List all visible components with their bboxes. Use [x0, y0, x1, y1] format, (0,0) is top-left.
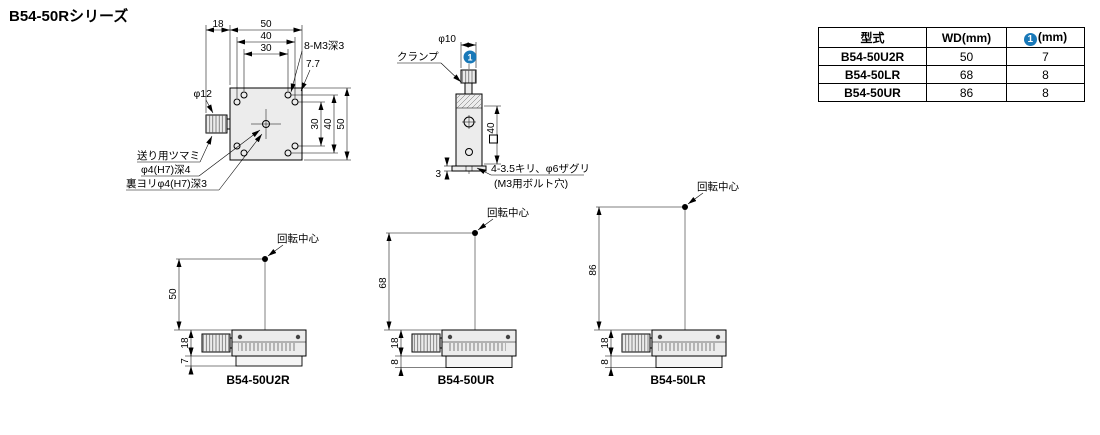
rotation-height-drawing-lr: 回転中心 86 18 8 B54-50LR [588, 180, 739, 387]
rotation-center-label: 回転中心 [697, 180, 739, 193]
dim-knob-length: 18 [212, 19, 224, 30]
model-label: B54-50UR [438, 373, 495, 387]
dim-stage-width: 50 [260, 19, 272, 30]
note-1-badge-icon: 1 [1023, 32, 1037, 46]
angle-scale [238, 343, 296, 351]
rotation-center-dot [682, 204, 688, 210]
label-back-hole: 裏ヨリφ4(H7)深3 [126, 177, 207, 190]
dim-rotation-height: 50 [168, 288, 179, 300]
dim-stage-height: 18 [390, 337, 401, 349]
label-mount-holes-line2: (M3用ボルト穴) [494, 177, 568, 190]
label-tap-holes: 8-M3深3 [304, 40, 344, 52]
rotation-height-drawing-u2r: 回転中心 50 18 7 B54-50U2R [168, 232, 319, 387]
side-view-drawing: φ10 40 3 クランプ 1 4-3.5キリ、φ6ザグリ (M3用ボルト穴) [397, 34, 590, 190]
note-1-badge-icon [463, 50, 477, 64]
rotation-center-dot [472, 230, 478, 236]
cell-model: B54-50U2R [818, 47, 927, 66]
stage-base [655, 355, 723, 368]
top-view-drawing: 18 50 40 30 30 40 50 7.7 8-M3深3 φ12 送り用ツ… [126, 19, 351, 191]
m3-hole [233, 142, 241, 150]
stage-base [445, 355, 513, 368]
rotation-height-drawing-ur: 回転中心 68 18 8 B54-50UR [378, 206, 529, 387]
side-view-geometry [451, 64, 487, 176]
table-row: B54-50UR 86 8 [818, 83, 1085, 102]
rotation-center-dot [262, 256, 268, 262]
m3-hole [233, 98, 241, 106]
dim-stage-height: 18 [600, 337, 611, 349]
rotation-center-label: 回転中心 [487, 206, 529, 219]
side-view-dimensions: φ10 40 3 [435, 34, 501, 180]
dim-pitch-40: 40 [260, 31, 272, 42]
label-clamp: クランプ [397, 51, 439, 63]
m3-hole [240, 149, 248, 157]
label-center-hole: φ4(H7)深4 [141, 164, 191, 176]
screw-head [447, 334, 453, 340]
screw-head [657, 334, 663, 340]
dim-stage-height: 18 [180, 337, 191, 349]
dim-rotation-height: 86 [588, 264, 599, 276]
note-1-badge-digit: 1 [467, 53, 472, 63]
page-title: B54-50Rシリーズ [9, 8, 129, 25]
screw-head [715, 334, 721, 340]
base-plate [451, 165, 487, 172]
label-mount-holes-line1: 4-3.5キリ、φ6ザグリ [491, 162, 590, 175]
model-label: B54-50U2R [226, 373, 290, 387]
dim-pitch-40-v: 40 [323, 118, 334, 130]
cell-dim: 8 [1006, 83, 1085, 102]
col-header-dim-unit: (mm) [1037, 29, 1068, 44]
dim-rotation-height: 68 [378, 277, 389, 289]
knob-knurl [206, 115, 227, 133]
screw-head [505, 334, 511, 340]
dim-pitch-30-v: 30 [310, 118, 321, 130]
screw-head [237, 334, 243, 340]
dim-base-height: 8 [600, 359, 611, 365]
side-hole [465, 148, 473, 156]
m3-hole [240, 91, 248, 99]
top-view-dimensions: 18 50 40 30 30 40 50 7.7 [205, 19, 351, 161]
dim-knob-diameter: φ12 [194, 88, 213, 100]
dim-square-40: 40 [486, 122, 497, 134]
dim-base-thickness: 3 [435, 169, 441, 180]
spec-table-header-row: 型式 WD(mm) 1(mm) [818, 27, 1085, 48]
dim-base-height: 8 [390, 359, 401, 365]
dim-stage-height: 50 [336, 118, 347, 130]
side-view-labels: クランプ 1 4-3.5キリ、φ6ザグリ (M3用ボルト穴) [397, 50, 590, 190]
angle-scale [448, 343, 506, 351]
angle-scale [658, 343, 716, 351]
label-feed-knob: 送り用ツマミ [137, 149, 200, 162]
screw-head [295, 334, 301, 340]
table-row: B54-50LR 68 8 [818, 65, 1085, 84]
rotation-center-label: 回転中心 [277, 232, 319, 245]
spec-table: 型式 WD(mm) 1(mm) B54-50U2R 50 7 B54-50LR … [818, 27, 1085, 102]
top-view-labels: 8-M3深3 φ12 送り用ツマミ φ4(H7)深4 裏ヨリφ4(H7)深3 [126, 40, 344, 191]
dim-corner-offset: 7.7 [306, 59, 320, 70]
top-view-geometry [205, 87, 303, 161]
model-label: B54-50LR [650, 373, 706, 387]
dim-pitch-30: 30 [260, 43, 272, 54]
stage-base [235, 355, 303, 367]
dim-clamp-diameter: φ10 [438, 34, 456, 45]
dim-base-height: 7 [180, 358, 191, 364]
square-symbol [489, 134, 498, 144]
